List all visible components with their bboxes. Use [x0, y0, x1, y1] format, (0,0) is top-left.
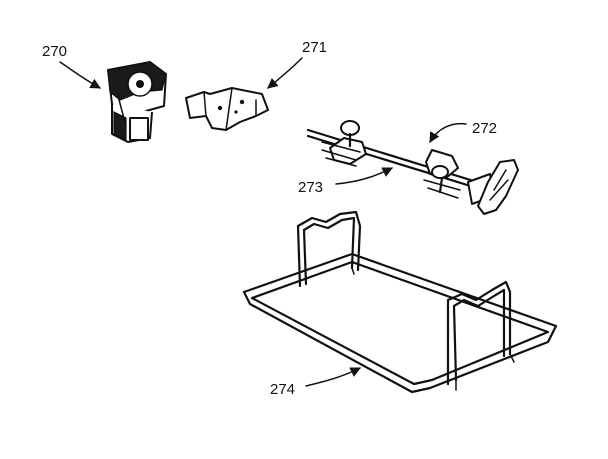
callout-271: 271 [267, 39, 327, 89]
callout-274: 274 [270, 367, 361, 398]
mounting-bracket [185, 87, 269, 131]
callout-label-274: 274 [270, 381, 295, 398]
callout-label-271: 271 [302, 39, 327, 56]
left-spit-fork [321, 120, 367, 167]
leader-arrow-274 [305, 367, 361, 387]
right-spit-fork [419, 149, 461, 199]
callout-270: 270 [42, 43, 101, 89]
wire-rack [242, 210, 558, 394]
callout-273: 273 [298, 167, 393, 196]
callout-label-272: 272 [472, 120, 497, 137]
leader-arrow-271 [267, 57, 303, 89]
callout-272: 272 [429, 120, 497, 143]
callout-label-273: 273 [298, 179, 323, 196]
rotisserie-motor [107, 61, 167, 143]
leader-arrow-272 [429, 122, 467, 143]
leader-arrow-270 [59, 61, 101, 89]
leader-arrow-273 [335, 167, 393, 185]
callout-label-270: 270 [42, 43, 67, 60]
spit-rod-assembly [306, 120, 519, 215]
